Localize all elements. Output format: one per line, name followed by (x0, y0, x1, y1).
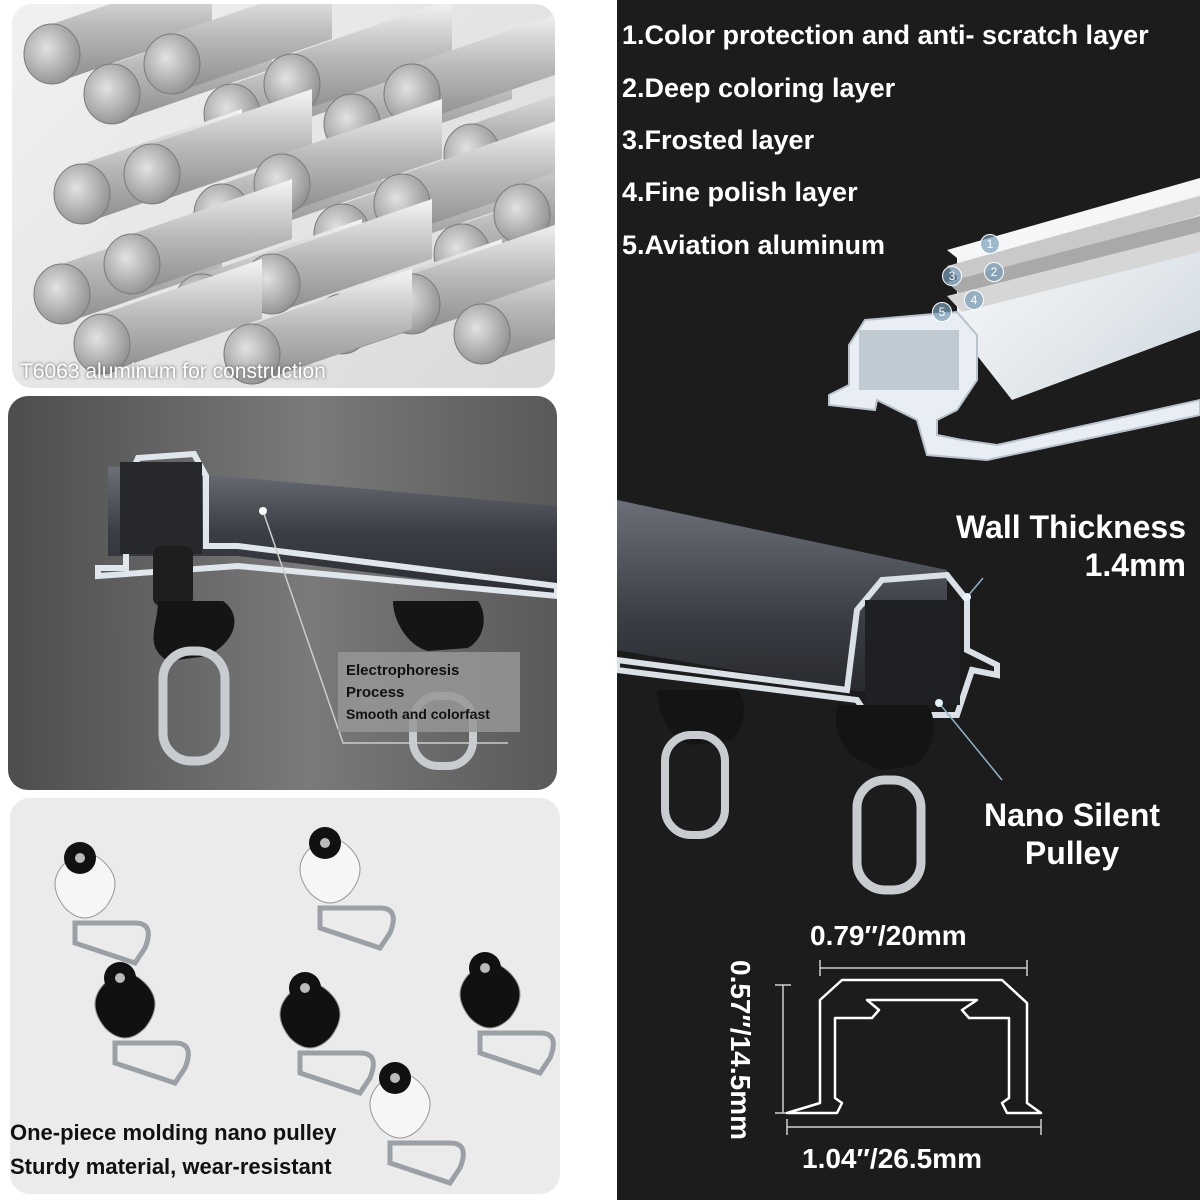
dimension-top-width: 0.79″/20mm (810, 920, 967, 951)
layer-marker-2: 2 (984, 262, 1004, 282)
aluminum-rods-photo: T6063 aluminum for construction (12, 4, 555, 388)
nano-pulley-line-2: Pulley (1024, 835, 1120, 871)
layer-item-3: 3.Frosted layer (622, 125, 815, 155)
layer-marker-3: 3 (942, 266, 962, 286)
layer-item-5: 5.Aviation aluminum (622, 230, 886, 260)
layer-marker-1: 1 (980, 234, 1000, 254)
callout-line-2: Process (346, 684, 405, 701)
track-electrophoresis-photo: Electrophoresis Process Smooth and color… (8, 396, 557, 790)
wall-thickness-title: Wall Thickness (956, 509, 1186, 545)
track-illustration (95, 450, 557, 770)
specs-panel: 1.Color protection and anti- scratch lay… (617, 0, 1200, 1200)
callout-line-3: Smooth and colorfast (346, 706, 490, 722)
layer-item-2: 2.Deep coloring layer (622, 73, 896, 103)
pulleys-illustration (54, 827, 556, 1186)
pulley-caption-2: Sturdy material, wear-resistant (10, 1154, 332, 1179)
nano-silent-pulley-label: Nano Silent Pulley (984, 796, 1160, 872)
rod-end (83, 63, 141, 125)
dimension-bottom-width: 1.04″/26.5mm (802, 1143, 982, 1174)
rod-end (143, 33, 201, 95)
rods-caption: T6063 aluminum for construction (20, 360, 326, 383)
rod-end (73, 313, 131, 375)
layer-item-4: 4.Fine polish layer (622, 177, 858, 207)
dimension-height: 0.57″/14.5mm (725, 960, 756, 1140)
wall-thickness-value: 1.4mm (1084, 547, 1186, 583)
rod-end (103, 233, 161, 295)
rod-end (33, 263, 91, 325)
specs-illustration (617, 178, 1200, 1135)
rod-end (53, 163, 111, 225)
rod-end (453, 303, 511, 365)
layer-marker-5: 5 (932, 302, 952, 322)
layer-marker-4: 4 (964, 290, 984, 310)
nano-pulley-line-1: Nano Silent (984, 797, 1161, 833)
rod-end (223, 323, 281, 385)
rod-end (123, 143, 181, 205)
rod-end (23, 23, 81, 85)
wall-thickness-label: Wall Thickness 1.4mm (956, 508, 1186, 584)
pulley-caption-1: One-piece molding nano pulley (10, 1120, 337, 1145)
electrophoresis-callout: Electrophoresis Process Smooth and color… (338, 652, 520, 732)
callout-line-1: Electrophoresis (346, 662, 460, 679)
rods-illustration (23, 4, 555, 385)
nano-pulleys-photo: One-piece molding nano pulley Sturdy mat… (10, 798, 560, 1194)
layer-item-1: 1.Color protection and anti- scratch lay… (622, 20, 1149, 50)
